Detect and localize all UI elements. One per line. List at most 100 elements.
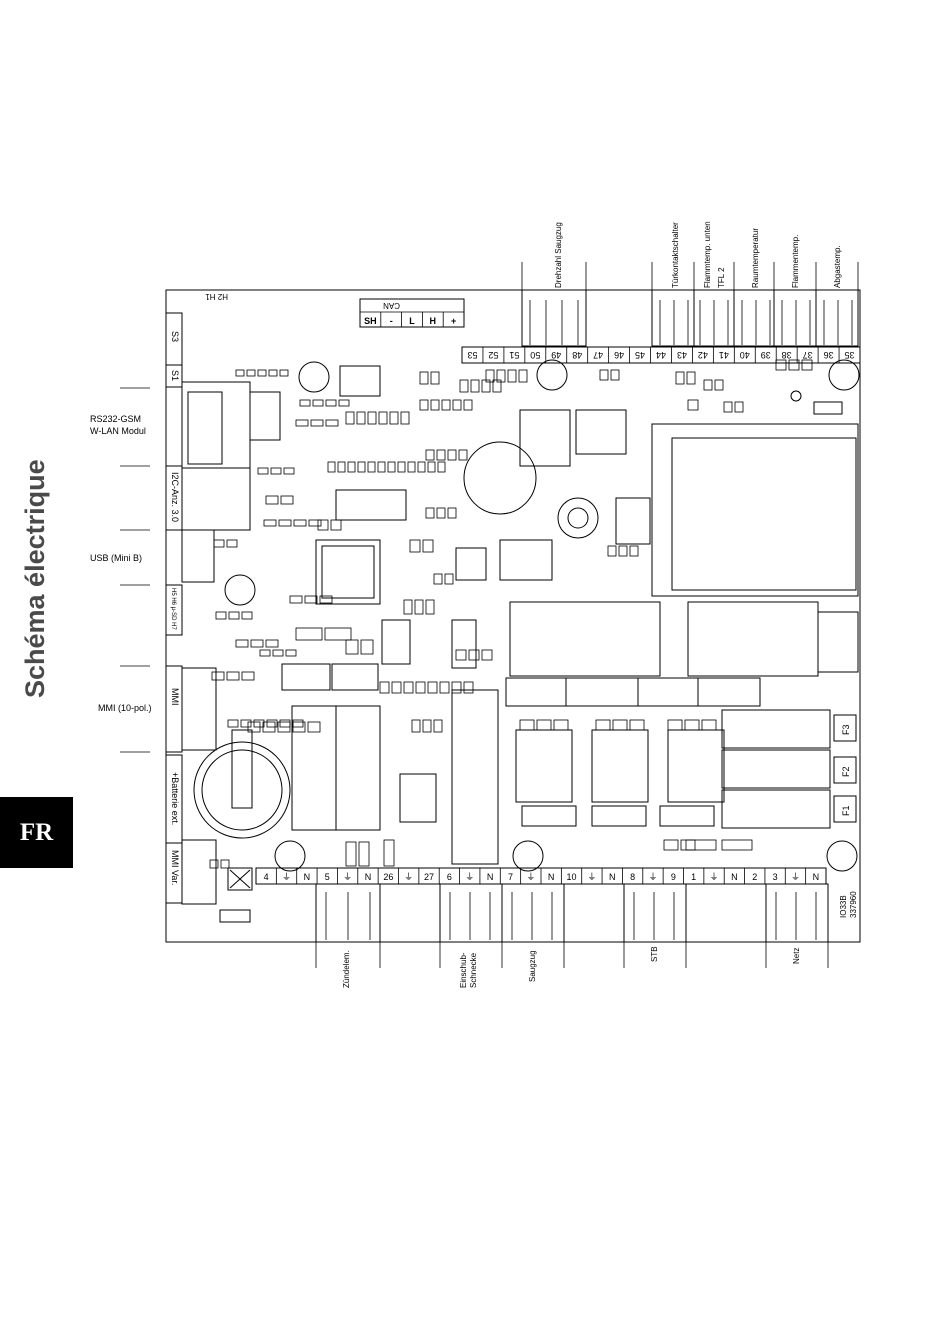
bottom-terminal-18: 8 [630,872,635,882]
bottom-terminal-0: 4 [264,872,269,882]
einschub-label-2: Schnecke [469,952,478,988]
einschub-label-1: Einschub- [459,952,468,988]
flammentemp-label: Flammentemp. [791,235,800,288]
can-pin-1: - [390,316,393,326]
h2h1-label: H2 H1 [205,292,228,301]
tuerkontakt-label: Türkontaktschalter [671,222,680,288]
side-tick-lines [120,387,150,753]
stb-label: STB [650,946,659,962]
bottom-terminal-27: N [813,872,820,882]
h-sd-label: H5 H6 µ-SD H7 [170,588,176,630]
usb-label: USB (Mini B) [90,553,143,563]
bottom-terminal-16: ⏚ [587,872,596,882]
top-terminal-40: 40 [740,350,750,360]
top-terminal-38: 38 [782,350,792,360]
bottom-terminal-26: ⏚ [791,872,800,882]
fuse-f3-label: F3 [841,724,851,735]
top-terminal-35: 35 [845,350,855,360]
can-pin-3: H [430,316,437,326]
abgastemp-label: Abgastemp. [833,245,842,288]
top-terminal-42: 42 [698,350,708,360]
rs232-label-line1: RS232-GSM [90,414,142,424]
bottom-terminal-12: 7 [508,872,513,882]
top-terminal-50: 50 [530,350,540,360]
flammtemp-unten-label: Flammtemp. unten [703,221,712,288]
can-pin-4: + [451,316,456,326]
fuse-f2-label: F2 [841,766,851,777]
bottom-terminal-19: ⏚ [648,872,657,882]
relay-1 [509,601,661,677]
rs232-label: RS232-GSM W-LAN Modul [90,413,146,437]
fuse-area: F3 F2 F1 [721,709,857,829]
bottom-terminal-10: ⏚ [465,872,474,882]
batterie-label: +Batterie ext. [170,772,180,825]
zuendelem-label: Zündelem. [342,950,351,988]
board-components [187,359,860,923]
top-terminal-45: 45 [635,350,645,360]
tfl2-label: TFL 2 [717,267,726,288]
mmi-board-label: MMI [170,688,180,706]
can-pin-0: SH [364,316,377,326]
bottom-terminal-17: N [609,872,616,882]
bottom-terminal-25: 3 [773,872,778,882]
bottom-terminal-1: ⏚ [282,872,291,882]
top-terminal-49: 49 [551,350,561,360]
top-terminal-48: 48 [572,350,582,360]
microcontroller [315,539,381,605]
top-terminal-52: 52 [488,350,498,360]
top-connectors [521,262,859,347]
transformer [651,423,859,597]
bottom-terminal-4: ⏚ [343,872,352,882]
s3-label: S3 [170,331,180,342]
bottom-terminal-15: 10 [567,872,577,882]
top-terminal-37: 37 [803,350,813,360]
top-terminal-44: 44 [656,350,666,360]
bottom-connectors [315,883,829,968]
battery-holder [193,741,291,839]
bottom-terminal-14: N [548,872,555,882]
mmi-label: MMI (10-pol.) [98,703,152,713]
can-pin-2: L [409,316,415,326]
bottom-terminal-3: 5 [325,872,330,882]
mmi-var-label: MMI Var. [170,850,180,885]
drehzahl-saugzug-label: Drehzahl Saugzug [554,222,563,288]
raumtemp-label: Raumtemperatur [751,228,760,288]
capacitor [463,441,537,515]
bottom-terminal-21: 1 [691,872,696,882]
bottom-terminal-13: ⏚ [526,872,535,882]
top-terminal-53: 53 [467,350,477,360]
saugzug-label: Saugzug [528,950,537,982]
top-terminal-51: 51 [509,350,519,360]
board-model-label: IO33B [839,895,848,918]
top-connector-labels: Drehzahl Saugzug Türkontaktschalter Flam… [554,221,842,288]
netz-label: Netz [792,948,801,964]
top-terminal-39: 39 [761,350,771,360]
wlan-label-line2: W-LAN Modul [90,426,146,436]
top-terminal-41: 41 [719,350,729,360]
left-edge-labels: S3 S1 I2C-Anz. 3.0 H5 H6 µ-SD H7 MMI +Ba… [170,292,228,885]
bottom-terminal-9: 6 [447,872,452,882]
board-outline [165,289,861,943]
bottom-terminal-24: 2 [752,872,757,882]
top-terminal-43: 43 [677,350,687,360]
top-terminal-46: 46 [614,350,624,360]
top-terminal-47: 47 [593,350,603,360]
fuse-f1-label: F1 [841,805,851,816]
bottom-terminal-23: N [731,872,738,882]
bottom-terminal-8: 27 [424,872,434,882]
i2c-label: I2C-Anz. 3.0 [170,472,180,522]
top-terminal-strip: 53 52 51 50 49 48 47 46 45 44 43 42 41 40 39 38 37 36 35 [461,346,861,364]
bottom-terminal-20: 9 [671,872,676,882]
relay-2 [687,601,819,677]
smd-parts [209,359,813,869]
language-badge: FR [0,797,73,868]
can-pin-row: SH - L H + [364,312,456,327]
bottom-terminal-11: N [487,872,494,882]
bottom-terminal-22: ⏚ [710,872,719,882]
bottom-terminal-2: N [304,872,311,882]
top-terminal-36: 36 [824,350,834,360]
bottom-terminal-5: N [365,872,372,882]
